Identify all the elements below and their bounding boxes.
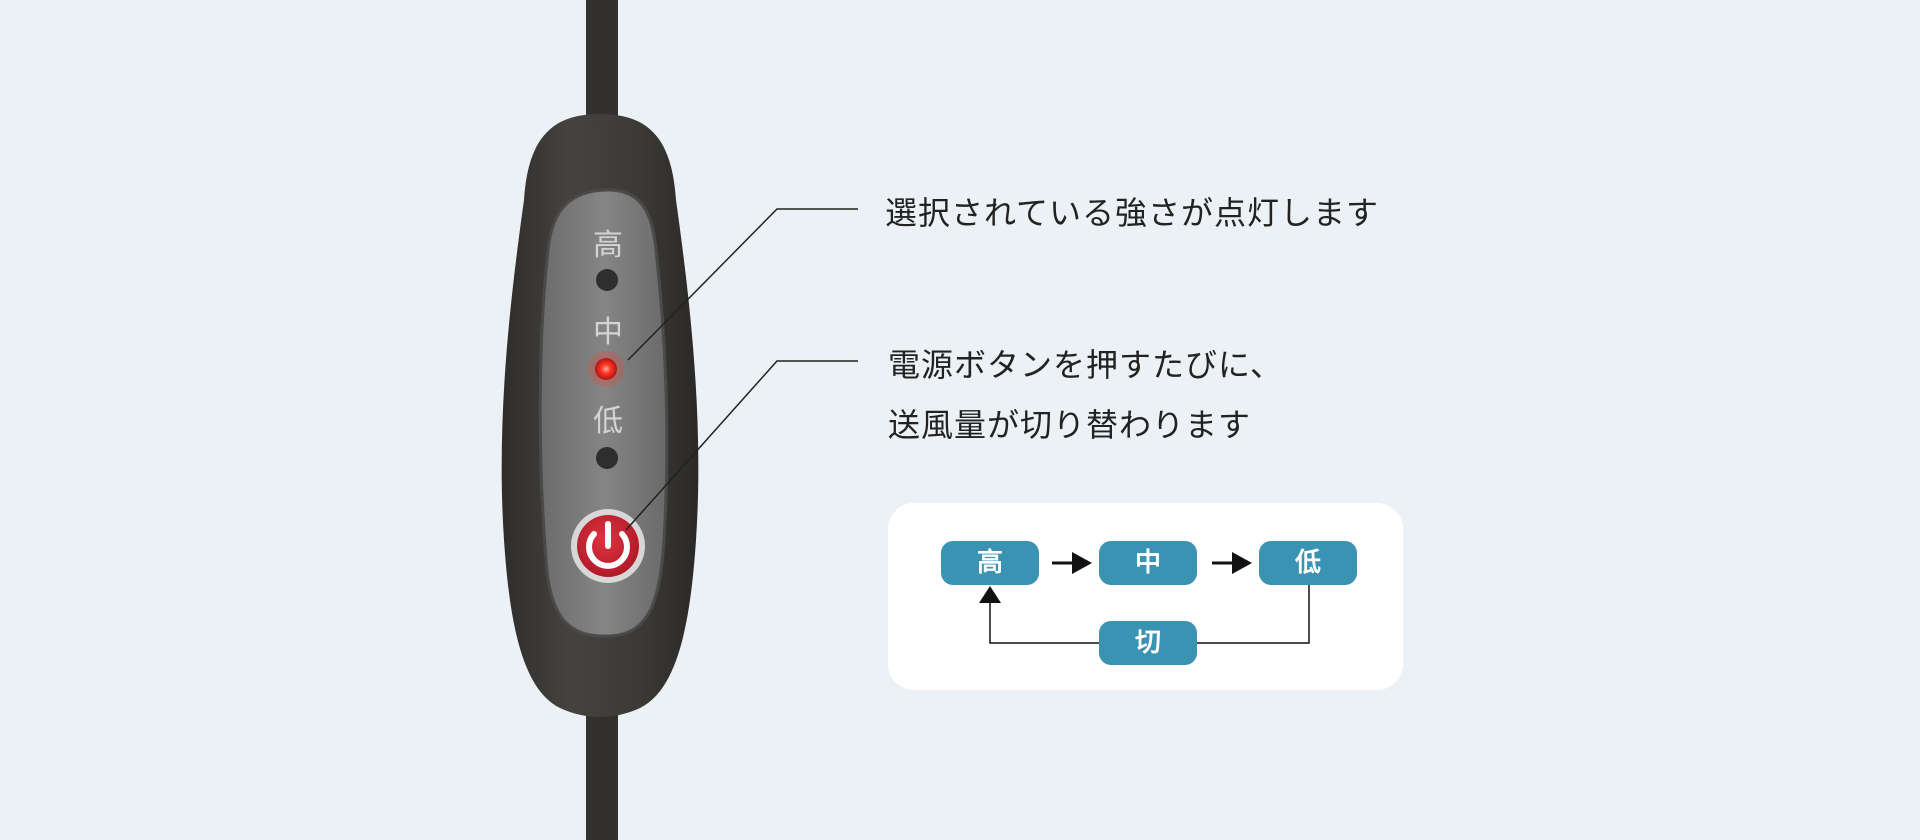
arrow-right-icon bbox=[1232, 552, 1252, 574]
led-low bbox=[596, 447, 618, 469]
callout-power-line2: 送風量が切り替わります bbox=[888, 406, 1252, 444]
led-high bbox=[596, 269, 618, 291]
leader-line-power bbox=[625, 360, 858, 531]
callout-power-line1: 電源ボタンを押すたびに、 bbox=[888, 346, 1284, 384]
flow-chip-off: 切 bbox=[1099, 621, 1197, 665]
callout-power-text: 電源ボタンを押すたびに、 送風量が切り替わります bbox=[888, 335, 1283, 455]
cable-top bbox=[586, 0, 618, 130]
label-mid: 中 bbox=[593, 315, 623, 350]
flow-connectors bbox=[979, 552, 1310, 644]
flow-chip-high: 高 bbox=[941, 541, 1039, 585]
arrow-right-icon bbox=[1072, 552, 1092, 574]
flow-chip-low: 低 bbox=[1259, 541, 1357, 585]
flow-chip-mid: 中 bbox=[1099, 541, 1197, 585]
speed-cycle-diagram: 高 中 低 切 bbox=[888, 503, 1403, 690]
label-low: 低 bbox=[593, 404, 623, 439]
arrow-up-icon bbox=[979, 586, 1001, 603]
callout-led-text: 選択されている強さが点灯します bbox=[885, 194, 1380, 232]
power-icon bbox=[586, 521, 630, 569]
led-mid bbox=[595, 358, 617, 380]
label-high: 高 bbox=[593, 228, 623, 263]
leader-line-led bbox=[627, 208, 858, 361]
